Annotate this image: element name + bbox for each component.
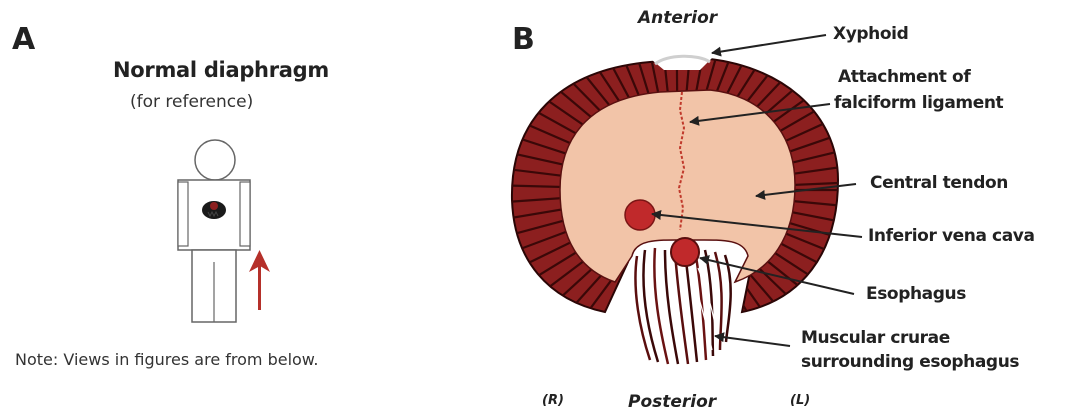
figure-diaphragm-icon	[202, 201, 226, 219]
label-central-tendon: Central tendon	[870, 172, 1008, 194]
label-crurae-line2: surrounding esophagus	[801, 351, 1019, 373]
figure-right-arm	[178, 182, 188, 246]
label-crurae-line1: Muscular crurae	[801, 327, 950, 349]
inferior-vena-cava	[625, 200, 655, 230]
label-left-side: (L)	[790, 393, 810, 408]
figure-head	[195, 140, 235, 180]
figure-left-arm	[240, 182, 250, 246]
esophagus	[671, 238, 699, 266]
label-falciform-line1: Attachment of	[838, 66, 970, 88]
label-inferior-vena-cava: Inferior vena cava	[868, 225, 1035, 247]
label-xyphoid: Xyphoid	[833, 23, 908, 45]
up-arrow	[249, 250, 270, 310]
label-posterior: Posterior	[628, 392, 716, 412]
label-esophagus: Esophagus	[866, 283, 966, 305]
label-falciform-line2: falciform ligament	[834, 92, 1003, 114]
label-anterior: Anterior	[638, 8, 717, 28]
panel-b-letter: B	[512, 22, 535, 57]
arrow-xyphoid	[712, 35, 826, 53]
human-figure	[178, 140, 270, 322]
label-right-side: (R)	[542, 393, 564, 408]
